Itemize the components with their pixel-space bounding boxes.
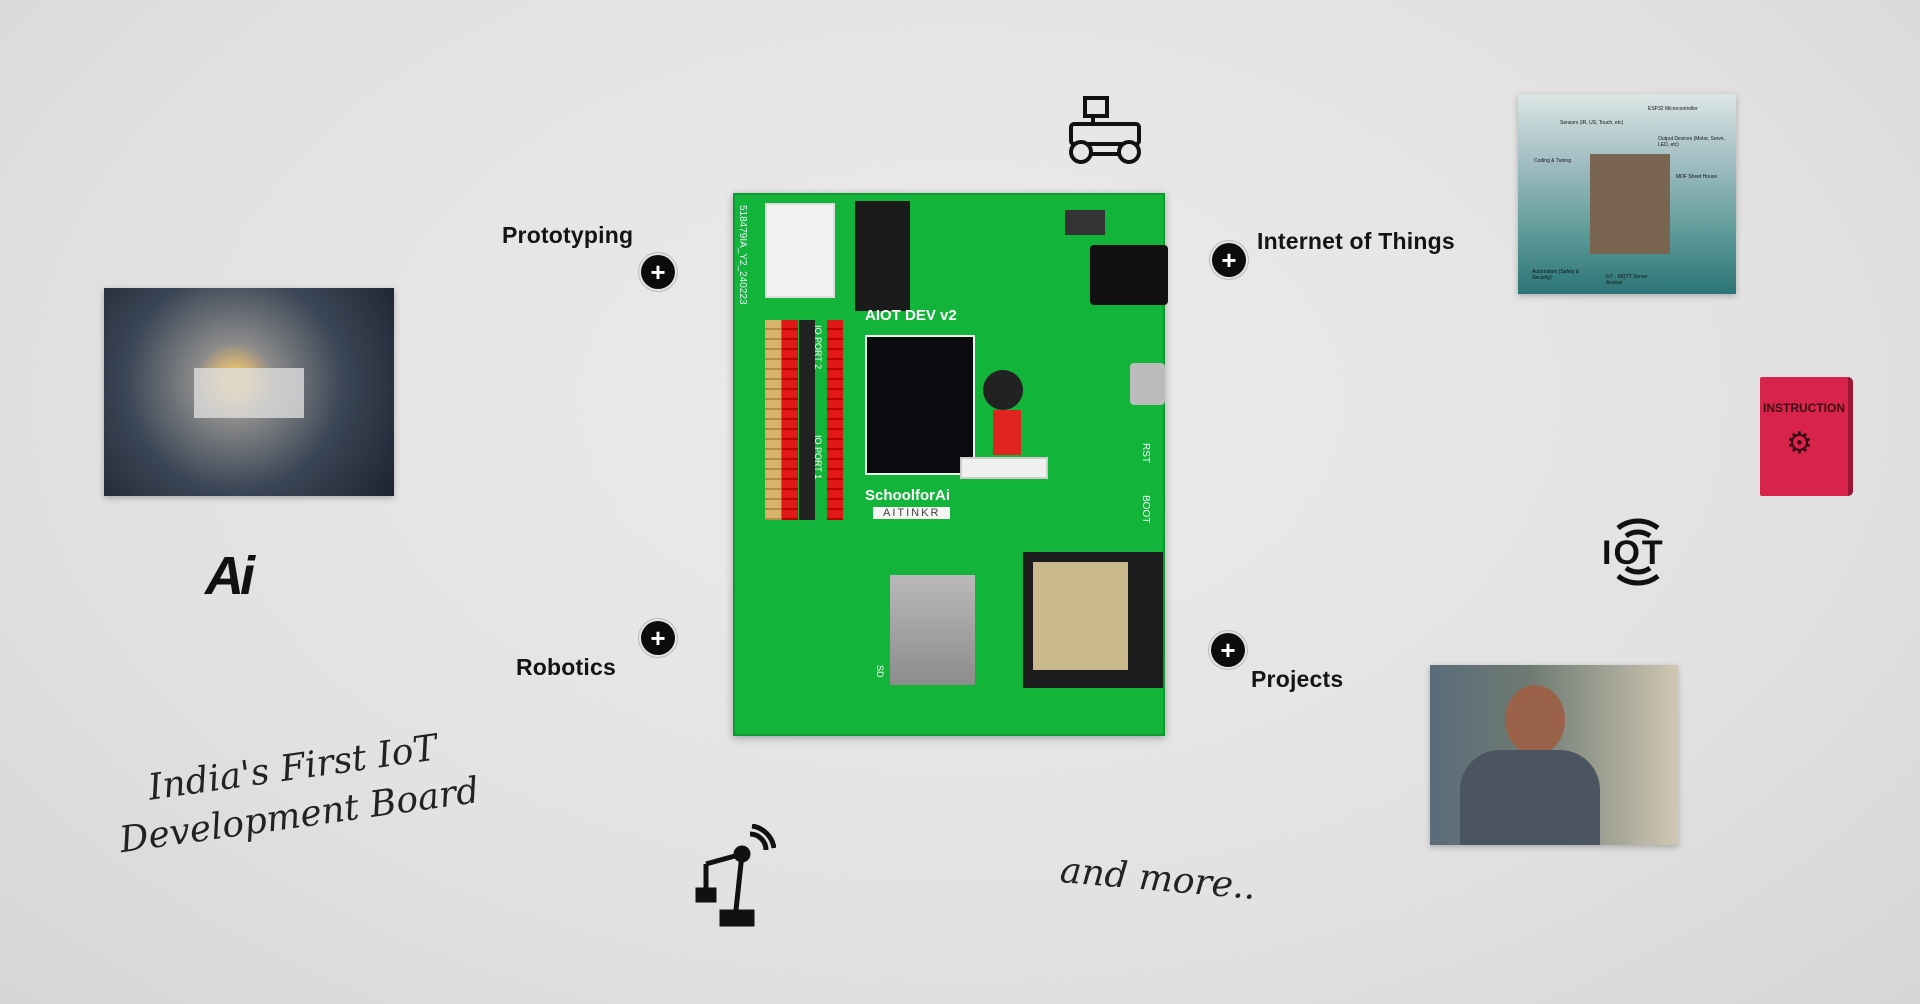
feature-label-prototyping: Prototyping [502,222,634,248]
camera-ribbon [993,410,1021,455]
usb-c-port [1130,363,1165,405]
robot-car-icon [1063,94,1147,166]
robotics-plus-button[interactable]: + [641,621,675,655]
ic-chip [855,201,910,311]
iot-development-board-image: 518479IA_Y2_240223 IO PORT 2 IO PORT 1 A… [733,193,1168,736]
projects-plus-button[interactable]: + [1211,633,1245,667]
instruction-book-icon: INSTRUCTION ⚙ [1760,377,1853,496]
camera-module [983,370,1023,410]
oled-display [865,335,975,475]
switch [1065,210,1105,235]
prototyping-photo [104,288,394,496]
rst-label: RST [1140,443,1151,463]
mdf-house-diagram-image: ESP32 Microcontroller Sensors (IR, US, T… [1518,94,1736,294]
header-pins-yellow [765,320,781,520]
sd-card-slot [890,575,975,685]
connectors [765,203,835,298]
house-diagram-label: MDF Sheet House [1676,174,1718,180]
board-title: AIOT DEV v2 [865,307,957,324]
iot-plus-button[interactable]: + [1212,243,1246,277]
and-more-text: and more.. [1058,850,1258,908]
feature-label-robotics: Robotics [516,654,616,680]
house-diagram-label: Output Devices (Motor, Servo, LED, etc) [1658,136,1725,148]
house-diagram-label: Coding & Tuning [1534,158,1571,164]
io-port-2-label: IO PORT 2 [813,325,823,370]
board-brand: SchoolforAi [865,487,950,504]
header-pins-red [782,320,798,520]
house-diagram-label: Sensors (IR, US, Touch, etc) [1560,120,1624,126]
prototyping-plus-button[interactable]: + [641,255,675,289]
header-pins-red-2 [827,320,843,520]
feature-label-projects: Projects [1251,666,1344,692]
tagline: India's First IoT Development Board [110,720,482,866]
house-diagram-label: ESP32 Microcontroller [1648,106,1698,112]
iot-icon: IOT [1596,514,1680,590]
student-project-photo [1430,665,1678,845]
board-serial: 518479IA_Y2_240223 [737,205,748,305]
feature-label-internet-of-things: Internet of Things [1257,228,1455,254]
board-sub-brand: AITINKR [873,507,951,519]
sd-label: SD [875,665,885,678]
header-pins-black [799,320,815,520]
instruction-book-text: INSTRUCTION [1763,401,1845,415]
boot-label: BOOT [1140,495,1151,524]
io-port-1-label: IO PORT 1 [813,435,823,480]
gears-icon: ⚙ [1786,427,1813,460]
power-jack [1090,245,1168,305]
ai-logo: Ai [205,546,255,606]
ribbon-connector [960,457,1048,479]
esp32-module [1023,552,1163,688]
iot-icon-text: IOT [1602,534,1665,572]
house-diagram-label: IoT - MQTT Server Access [1606,274,1648,286]
house-diagram-label: Automation (Safety & Security) [1532,269,1580,281]
robot-arm-icon [692,823,777,928]
